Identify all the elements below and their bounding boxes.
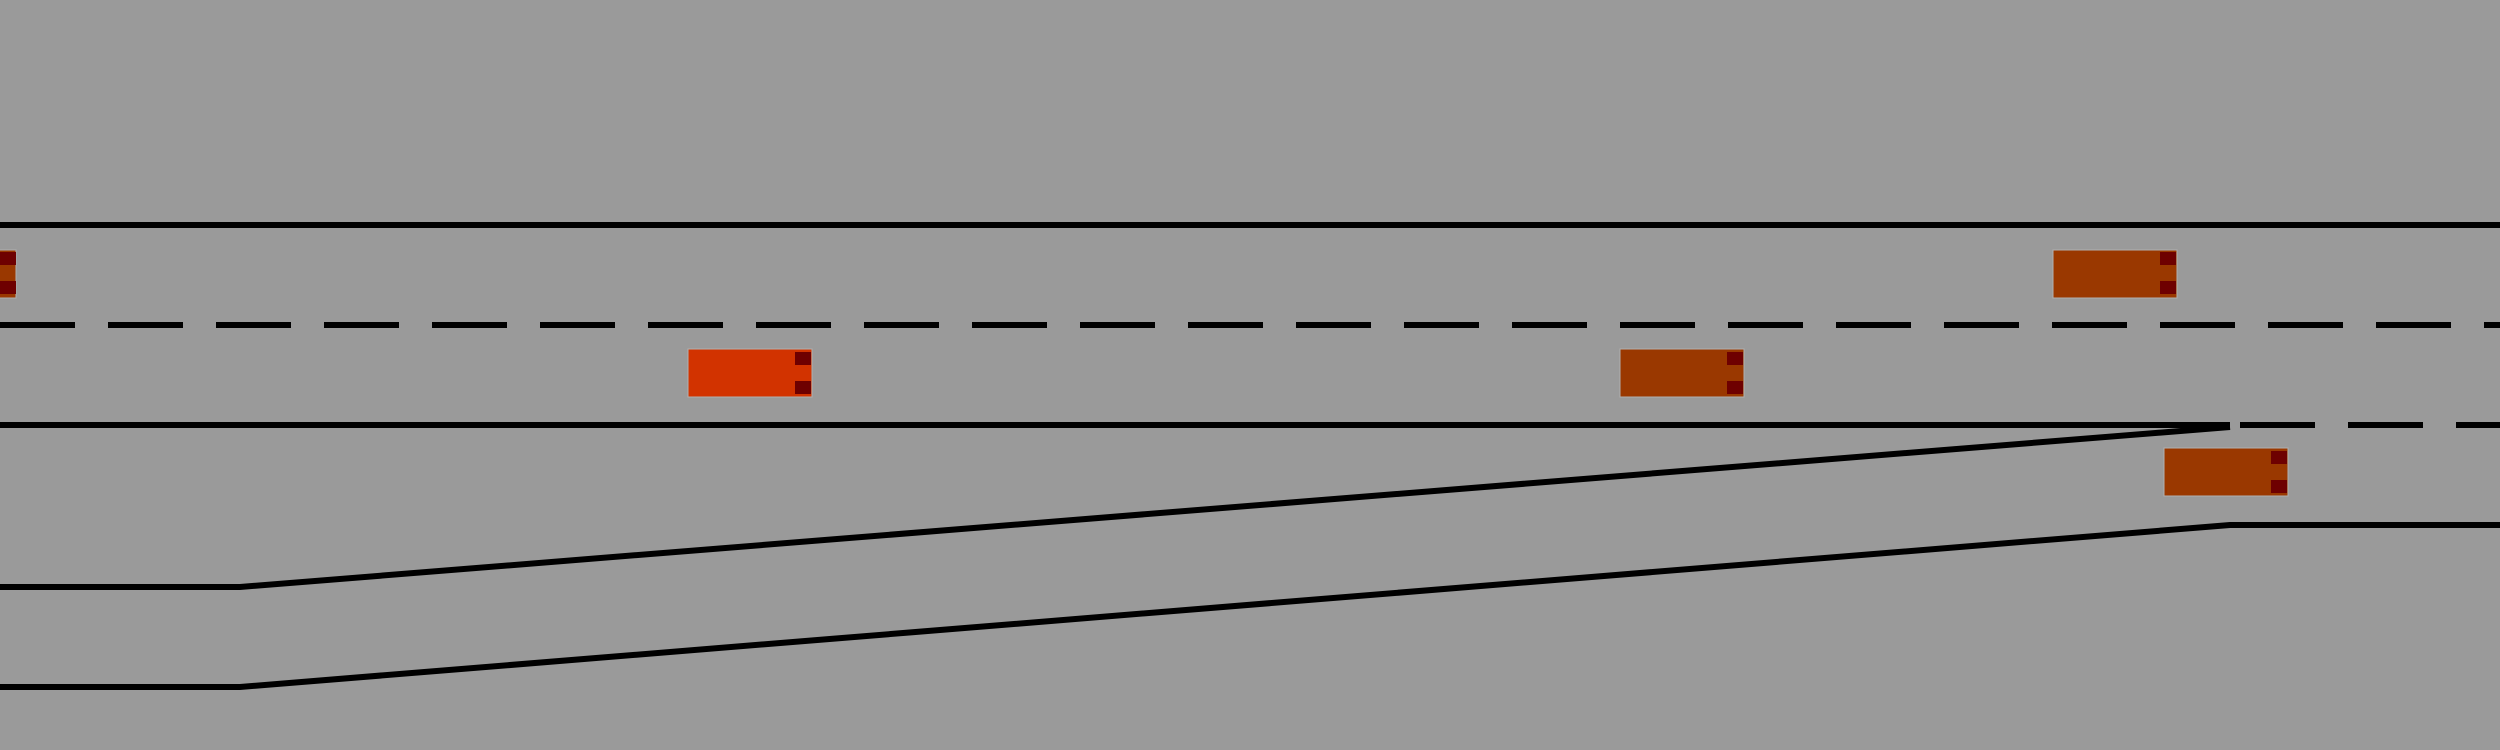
tail-light xyxy=(1727,352,1743,365)
vehicle-body xyxy=(1619,348,1745,398)
tail-light xyxy=(795,381,811,394)
tail-light xyxy=(2271,451,2287,464)
vehicle-body xyxy=(2052,249,2178,299)
tail-light xyxy=(2271,480,2287,493)
tail-light xyxy=(0,281,16,294)
vehicle-upper-right xyxy=(2052,249,2178,299)
vehicle-body xyxy=(2163,447,2289,497)
vehicle-merging xyxy=(2163,447,2289,497)
ramp-edge-upper xyxy=(0,424,2231,590)
tail-light xyxy=(0,252,16,265)
vehicle-body xyxy=(687,348,813,398)
ramp-edge-lower xyxy=(0,522,2500,690)
vehicle-middle xyxy=(1619,348,1745,398)
tail-light xyxy=(2160,281,2176,294)
ego-vehicle xyxy=(687,348,813,398)
tail-light xyxy=(1727,381,1743,394)
vehicle-edge-left xyxy=(0,249,17,299)
tail-light xyxy=(795,352,811,365)
tail-light xyxy=(2160,252,2176,265)
